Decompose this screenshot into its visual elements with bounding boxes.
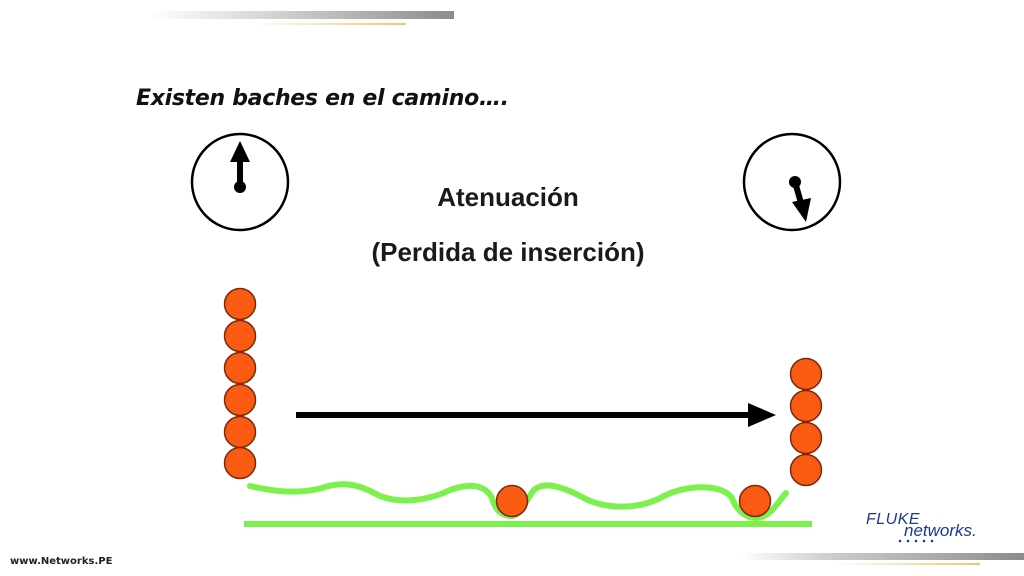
lost-ball — [495, 484, 529, 518]
signal-ball — [223, 351, 257, 385]
up-arrow-icon — [230, 141, 250, 193]
lost-ball — [738, 484, 772, 518]
slide-subtitle: Existen baches en el camino…. — [136, 86, 509, 111]
left-dial-circle — [190, 132, 290, 232]
top-accent-line — [250, 23, 406, 25]
fluke-networks-logo: FLUKE networks. — [866, 511, 990, 547]
signal-ball — [223, 287, 257, 321]
signal-ball — [789, 389, 823, 423]
signal-ball — [789, 421, 823, 455]
logo-networks-text: networks. — [904, 521, 977, 540]
logo-fluke-text: FLUKE — [866, 511, 921, 528]
signal-ball — [223, 415, 257, 449]
bottom-decorative-bar — [740, 553, 1024, 560]
signal-ball — [223, 446, 257, 480]
left-dial — [190, 132, 290, 232]
top-decorative-bar — [150, 11, 454, 19]
bottom-accent-line — [830, 563, 980, 565]
attenuation-label: Atenuación — [437, 182, 579, 212]
logo-dots — [896, 539, 936, 543]
right-ball-stack — [789, 357, 823, 487]
right-arrow-icon — [296, 403, 776, 427]
signal-ball — [223, 383, 257, 417]
left-ball-stack — [223, 287, 257, 480]
insertion-loss-label: (Perdida de inserción) — [371, 237, 645, 267]
footer-website: www.Networks.PE — [10, 556, 113, 567]
right-dial-circle — [742, 132, 842, 232]
down-right-arrow-icon — [789, 176, 811, 222]
right-dial — [742, 132, 842, 232]
signal-ball — [789, 357, 823, 391]
signal-ball — [223, 319, 257, 353]
signal-ball — [789, 453, 823, 487]
